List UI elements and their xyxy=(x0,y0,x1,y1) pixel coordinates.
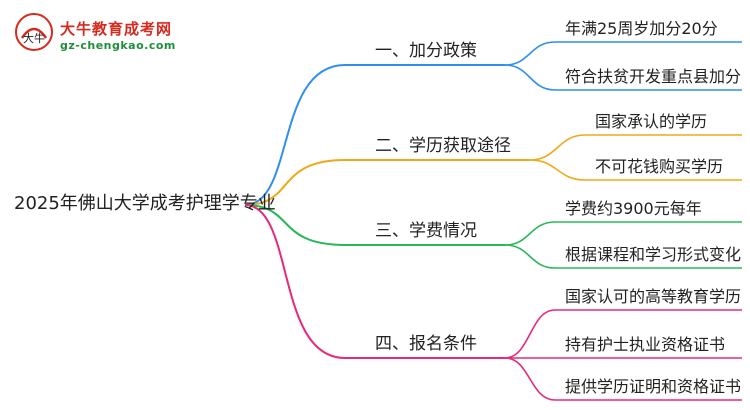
leaf-label: 年满25周岁加分20分 xyxy=(565,19,718,38)
leaf-connector xyxy=(504,41,556,66)
logo-title: 大牛教育成考网 xyxy=(60,20,173,38)
leaf-label: 国家认可的高等教育学历 xyxy=(565,287,742,306)
leaf-connector xyxy=(504,244,556,269)
leaf-label: 提供学历证明和资格证书 xyxy=(565,377,742,396)
branch-label: 一、加分政策 xyxy=(375,41,477,61)
branch-connector xyxy=(244,64,346,206)
leaf-connector xyxy=(504,64,556,91)
leaf-connector xyxy=(529,159,586,181)
leaf-connector xyxy=(529,134,586,161)
branch-connector xyxy=(244,159,346,206)
leaf-label: 不可花钱购买学历 xyxy=(595,157,724,176)
logo-mark-icon: 大牛 xyxy=(15,13,53,51)
leaf-label: 持有护士执业资格证书 xyxy=(565,335,726,354)
leaf-label: 国家承认的学历 xyxy=(595,112,708,131)
branch-label: 四、报名条件 xyxy=(375,334,477,354)
branch-connector xyxy=(244,204,346,359)
branch-label: 二、学历获取途径 xyxy=(375,136,511,156)
leaf-connector xyxy=(504,221,556,246)
branch-label: 三、学费情况 xyxy=(375,221,477,241)
leaf-connector xyxy=(504,309,556,359)
leaf-connector xyxy=(504,357,556,401)
leaf-label: 根据课程和学习形式变化 xyxy=(565,245,742,264)
logo-mark-text: 大牛 xyxy=(23,31,45,45)
leaf-label: 学费约3900元每年 xyxy=(565,199,702,218)
site-logo[interactable]: 大牛 大牛教育成考网 gz-chengkao.com xyxy=(14,12,204,58)
root-topic: 2025年佛山大学成考护理学专业 xyxy=(14,193,276,214)
logo-url: gz-chengkao.com xyxy=(60,39,176,52)
leaf-label: 符合扶贫开发重点县加分 xyxy=(565,67,742,86)
branch-connector xyxy=(244,204,346,246)
